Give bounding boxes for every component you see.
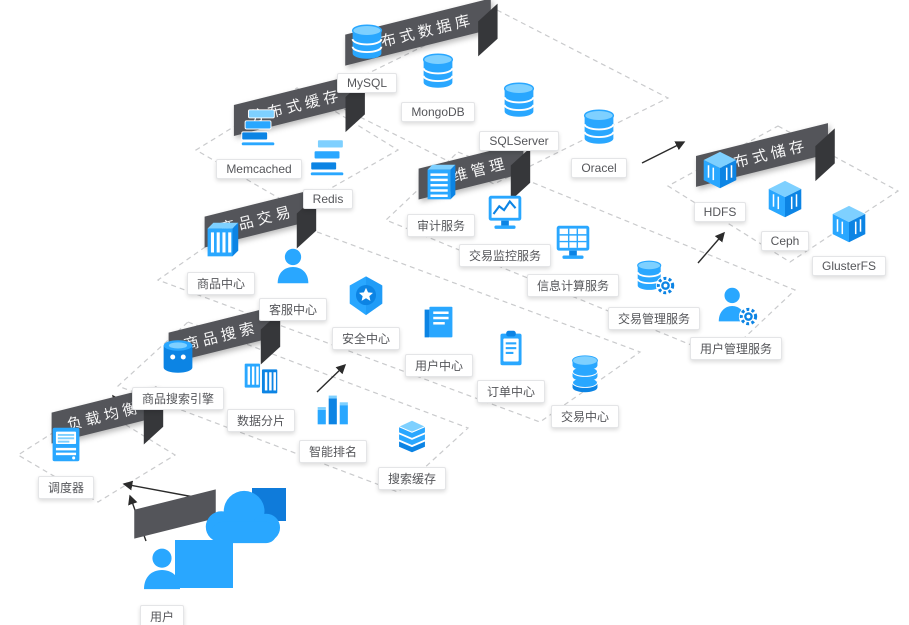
scheduler-icon [43, 422, 89, 473]
person-big-icon [135, 543, 189, 602]
node-label-hdfs: HDFS [693, 202, 747, 222]
node-search-cache: 搜索缓存 [352, 413, 472, 490]
slabs-icon [389, 413, 435, 464]
cube-icon [762, 177, 808, 228]
trays-icon [236, 105, 282, 156]
node-trade-center: 交易中心 [525, 351, 645, 428]
rack-lines-icon [418, 160, 464, 211]
database-icon [415, 48, 461, 99]
person-icon [270, 244, 316, 295]
arrow-search-to-trade [316, 363, 347, 393]
node-label-commodity-search-engine: 商品搜索引擎 [131, 387, 224, 410]
monitor-grid-icon [550, 220, 596, 271]
platform-search [116, 321, 470, 493]
node-label-scheduler: 调度器 [37, 476, 94, 499]
node-label-sqlserver: SQLServer [479, 131, 559, 151]
blue-square-shape [175, 540, 233, 588]
node-oracel: Oracel [539, 104, 659, 178]
node-ceph: Ceph [725, 177, 845, 251]
arrow-trade-manage-to-storage [697, 231, 725, 264]
node-memcached: Memcached [199, 105, 319, 179]
node-info-compute-service: 信息计算服务 [513, 220, 633, 297]
node-redis: Redis [268, 135, 388, 209]
node-glusterfs: GlusterFS [789, 202, 909, 276]
node-user-center: 用户中心 [379, 300, 499, 377]
node-label-ceph: Ceph [760, 231, 810, 251]
node-label-smart-ranking: 智能排名 [298, 440, 367, 463]
shield-icon [343, 273, 389, 324]
node-user: 用户 [102, 543, 222, 625]
node-label-memcached: Memcached [216, 159, 302, 179]
node-label-mysql: MySQL [336, 73, 397, 93]
db-gear-icon [631, 253, 677, 304]
cube-icon [697, 148, 743, 199]
node-label-trade-monitor-service: 交易监控服务 [458, 244, 551, 267]
database-icon [576, 104, 622, 155]
node-commodity-search-engine: 商品搜索引擎 [118, 333, 238, 410]
node-label-commodity-center: 商品中心 [186, 272, 255, 295]
node-commodity-center: 商品中心 [161, 218, 281, 295]
node-sqlserver: SQLServer [459, 77, 579, 151]
node-label-customer-service-center: 客服中心 [258, 298, 327, 321]
servers-icon [238, 355, 284, 406]
node-label-oracel: Oracel [571, 158, 627, 178]
arrow-oracel-to-storage [641, 141, 686, 164]
node-label-trade-center: 交易中心 [550, 405, 619, 428]
node-order-center: 订单中心 [451, 326, 571, 403]
node-label-user-manage-service: 用户管理服务 [689, 337, 782, 360]
node-scheduler: 调度器 [6, 422, 126, 499]
book-icon [416, 300, 462, 351]
person-gear-icon [713, 283, 759, 334]
node-label-glusterfs: GlusterFS [811, 256, 886, 276]
node-label-user-center: 用户中心 [404, 354, 473, 377]
node-label-trade-manage-service: 交易管理服务 [607, 307, 700, 330]
monitor-chart-icon [482, 190, 528, 241]
node-data-shard: 数据分片 [201, 355, 321, 432]
notepad-icon [488, 326, 534, 377]
node-label-mongodb: MongoDB [401, 102, 475, 122]
node-hdfs: HDFS [660, 148, 780, 222]
node-label-search-cache: 搜索缓存 [377, 467, 446, 490]
node-trade-manage-service: 交易管理服务 [594, 253, 714, 330]
search-db-icon [155, 333, 201, 384]
cloud-icon [198, 486, 287, 553]
node-customer-service-center: 客服中心 [233, 244, 353, 321]
node-user-manage-service: 用户管理服务 [676, 283, 796, 360]
node-mongodb: MongoDB [378, 48, 498, 122]
bar-chart-icon [310, 386, 356, 437]
node-trade-monitor-service: 交易监控服务 [445, 190, 565, 267]
platform-load-balance [16, 405, 177, 503]
rack-icon [198, 218, 244, 269]
node-label-security-center: 安全中心 [331, 327, 400, 350]
node-audit-service: 审计服务 [381, 160, 501, 237]
node-label-info-compute-service: 信息计算服务 [526, 274, 619, 297]
cube-icon [826, 202, 872, 253]
platform-database [318, 9, 670, 185]
database-icon [344, 19, 390, 70]
node-label-redis: Redis [302, 189, 354, 209]
node-security-center: 安全中心 [306, 273, 426, 350]
disc-stack-icon [562, 351, 608, 402]
node-label-user: 用户 [139, 605, 184, 625]
node-label-data-shard: 数据分片 [226, 409, 295, 432]
node-label-order-center: 订单中心 [476, 380, 545, 403]
trays-icon [305, 135, 351, 186]
node-mysql: MySQL [307, 19, 427, 93]
platform-trade [156, 209, 642, 423]
node-smart-ranking: 智能排名 [273, 386, 393, 463]
database-icon [496, 77, 542, 128]
node-label-audit-service: 审计服务 [406, 214, 475, 237]
